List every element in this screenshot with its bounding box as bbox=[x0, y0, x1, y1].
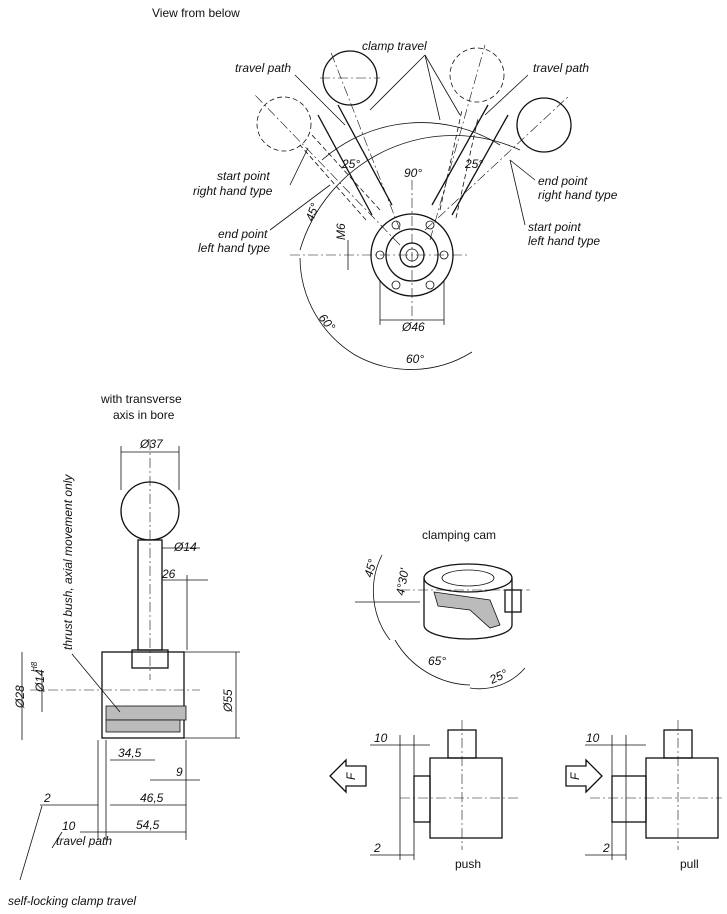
clamp-travel-label: clamp travel bbox=[362, 39, 427, 53]
cam-angle-25: 25° bbox=[486, 666, 509, 687]
start-right-label-2: right hand type bbox=[193, 184, 273, 198]
cam-groove bbox=[433, 591, 501, 629]
view-from-below: View from below bbox=[152, 6, 618, 370]
push-2: 2 bbox=[373, 841, 381, 855]
lever-arm-left-solid bbox=[317, 49, 401, 231]
self-locking-label: self-locking clamp travel bbox=[8, 894, 136, 908]
dia-37: Ø37 bbox=[139, 437, 164, 451]
push-arrow bbox=[329, 758, 367, 794]
pull-10: 10 bbox=[586, 731, 600, 745]
cam-lug bbox=[504, 589, 522, 613]
angle-60-bottom: 60° bbox=[406, 352, 424, 366]
cam-angle-65: 65° bbox=[428, 654, 446, 668]
push-view: F 10 2 push bbox=[329, 720, 520, 871]
end-left-label-1: end point bbox=[218, 227, 268, 241]
angle-45: 45° bbox=[303, 201, 322, 223]
pull-label: pull bbox=[680, 857, 699, 871]
lever-arm-left-phantom bbox=[254, 94, 401, 246]
clamp-body bbox=[101, 651, 185, 739]
start-left-label-1: start point bbox=[528, 220, 581, 234]
transverse-title-1: with transverse bbox=[100, 392, 182, 406]
transverse-title-2: axis in bore bbox=[113, 408, 175, 422]
cam-angle-4-30: 4°30' bbox=[393, 567, 412, 597]
lever-arm-right-phantom bbox=[429, 44, 505, 241]
push-collar bbox=[413, 775, 431, 823]
body-base bbox=[105, 719, 181, 733]
view-from-below-title: View from below bbox=[152, 6, 240, 20]
dim-46-5: 46,5 bbox=[140, 791, 164, 805]
end-right-label-1: end point bbox=[538, 174, 588, 188]
push-10: 10 bbox=[374, 731, 388, 745]
travel-path-left-label: travel path bbox=[235, 61, 291, 75]
pull-f: F bbox=[568, 772, 582, 780]
dim-34-5: 34,5 bbox=[118, 746, 142, 760]
end-left-label-2: left hand type bbox=[198, 241, 270, 255]
dia-14-h8: Ø14 bbox=[33, 669, 47, 693]
side-view: with transverse axis in bore Ø37 Ø14 26 … bbox=[8, 392, 240, 908]
end-right-label-2: right hand type bbox=[538, 188, 618, 202]
dim-26: 26 bbox=[161, 567, 176, 581]
pull-2: 2 bbox=[602, 841, 610, 855]
start-right-label-1: start point bbox=[217, 169, 270, 183]
dia-28: Ø28 bbox=[13, 685, 27, 709]
travel-arc-outer bbox=[299, 135, 521, 251]
dia-46: Ø46 bbox=[401, 320, 425, 334]
dim-9: 9 bbox=[176, 765, 183, 779]
h8: H8 bbox=[30, 661, 39, 672]
dia-55: Ø55 bbox=[221, 689, 235, 713]
screw-hole-4 bbox=[425, 280, 435, 290]
angle-25-right: 25° bbox=[464, 157, 483, 171]
cam-body bbox=[423, 578, 513, 640]
cam-angle-45: 45° bbox=[361, 557, 379, 578]
travel-path-label: travel path bbox=[56, 834, 112, 848]
dim-54-5: 54,5 bbox=[136, 818, 160, 832]
pull-collar bbox=[611, 775, 647, 823]
pull-arrow bbox=[565, 758, 603, 794]
cam-top bbox=[423, 563, 513, 593]
clamp-shaft-collar bbox=[131, 649, 169, 669]
dim-2: 2 bbox=[43, 791, 51, 805]
dia-14: Ø14 bbox=[173, 540, 197, 554]
thread-m6: M6 bbox=[334, 223, 348, 240]
start-left-label-2: left hand type bbox=[528, 234, 600, 248]
screw-hole-3 bbox=[391, 280, 401, 290]
angle-60-left: 60° bbox=[316, 311, 339, 334]
dim-10: 10 bbox=[62, 819, 76, 833]
thrust-bush bbox=[105, 705, 187, 721]
angle-25-left: 25° bbox=[341, 157, 360, 171]
push-label: push bbox=[455, 857, 481, 871]
lever-arm-right-solid bbox=[424, 94, 572, 231]
travel-path-right-label: travel path bbox=[533, 61, 589, 75]
cam-bore bbox=[441, 569, 495, 587]
screw-hole-6 bbox=[425, 220, 435, 230]
arc-60-left bbox=[299, 257, 356, 356]
pull-view: F 10 2 pull bbox=[565, 720, 722, 871]
clamping-cam-title: clamping cam bbox=[422, 528, 496, 542]
clamping-cam: clamping cam 45° 4°30' 65° 25° bbox=[355, 528, 530, 690]
push-f: F bbox=[344, 772, 358, 780]
angle-90: 90° bbox=[404, 166, 422, 180]
screw-hole-5 bbox=[391, 220, 401, 230]
arc-60-bottom bbox=[354, 351, 473, 370]
thrust-bush-label: thrust bush, axial movement only bbox=[61, 474, 75, 650]
travel-arc-inner bbox=[321, 122, 501, 161]
